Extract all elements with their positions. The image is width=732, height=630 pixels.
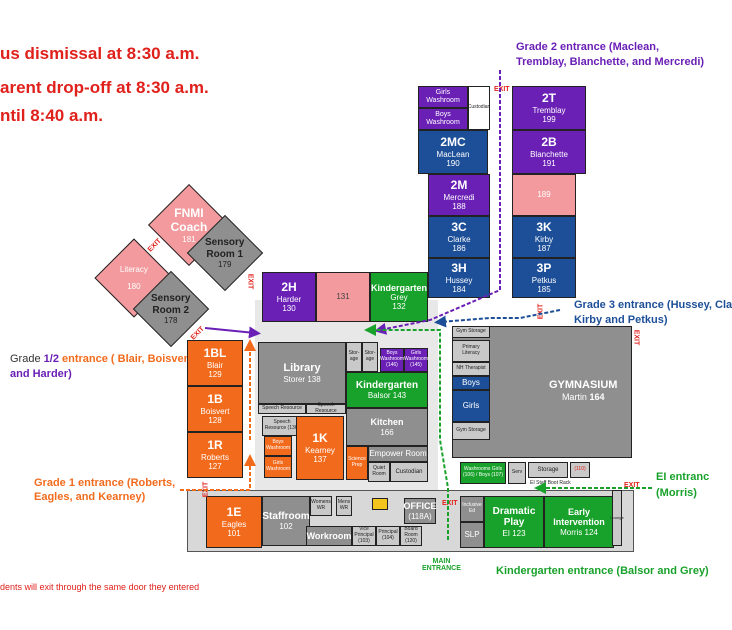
room-nh-therapist[interactable]: NH Therapist (452, 362, 490, 376)
room-girls-gym[interactable]: Girls (452, 390, 490, 422)
room-principal[interactable]: Principal (104) (376, 526, 400, 546)
grade12-entrance-label-2: and Harder) (10, 368, 72, 380)
grade2-entrance-label: Grade 2 entrance (Maclean, Tremblay, Bla… (516, 41, 705, 68)
grade12-entrance-label: Grade 1/2 entrance ( Blair, Boisvert, (10, 353, 195, 365)
exit-marker-ei: EXIT (624, 482, 640, 489)
room-storage-1[interactable]: Stor-age (346, 342, 362, 372)
room-empower[interactable]: Empower Room (368, 446, 428, 462)
exit-rule-note: dents will exit through the same door th… (0, 582, 200, 592)
ei-staff-boot-rack: EI Staff Boot Rack (530, 480, 571, 486)
grade1-route (180, 454, 256, 491)
grade3-route (434, 309, 561, 328)
grade1-entrance-label-2: Eagles, and Kearney) (34, 491, 146, 503)
room-womens-wr[interactable]: Womens WR (310, 496, 332, 516)
parent-dropoff-note: arent drop-off at 8:30 a.m. (0, 78, 209, 97)
room-speech-resource-1[interactable]: Speech Resource (258, 404, 306, 414)
room-lounge[interactable]: Lounge (610, 490, 624, 546)
room-speech-resource-136[interactable]: Speech Resource (136) (262, 416, 302, 436)
room-custodian[interactable]: Custodian (390, 462, 428, 482)
ei-entrance-label-2: (Morris) (656, 487, 697, 499)
kindergarten-entrance-label: Kindergarten entrance (Balsor and Grey) (496, 565, 709, 577)
room-189[interactable]: 189 (512, 174, 576, 216)
bus-dismissal-note: us dismissal at 8:30 a.m. (0, 44, 200, 63)
room-boys-washroom-top[interactable]: Boys Washroom (418, 108, 468, 130)
room-131[interactable]: 131 (316, 272, 370, 322)
kindergarten-route (364, 324, 449, 540)
exit-marker-grade2: EXIT (494, 86, 510, 93)
room-slp[interactable]: SLP (460, 522, 484, 548)
room-gym-storage-2[interactable]: Gym Storage (452, 422, 490, 440)
room-speech-resource-2[interactable]: Speech Resource (306, 402, 346, 414)
grade1-entrance-label: Grade 1 entrance (Roberts, (34, 477, 176, 489)
room-110[interactable]: (110) (570, 462, 590, 478)
grade12-route (204, 326, 261, 339)
room-primary-literacy[interactable]: Primary Literacy (452, 340, 490, 362)
room-vice-principal[interactable]: Vice Principal (103) (352, 526, 376, 546)
room-board-room[interactable]: Board Room (120) (400, 526, 422, 546)
room-serv[interactable]: Serv (508, 462, 526, 484)
until-note: ntil 8:40 a.m. (0, 106, 103, 125)
exit-marker-main: EXIT (442, 500, 458, 507)
room-science-prep[interactable]: Science Prep (346, 446, 368, 480)
ei-entrance-label: EI entranc (656, 471, 710, 483)
room-boys-gym[interactable]: Boys (452, 376, 490, 390)
room-gym-storage-1[interactable]: Gym Storage (452, 326, 490, 338)
room-workroom[interactable]: Workroom (306, 526, 352, 546)
grade3-entrance-label-2: Kirby and Petkus) (574, 314, 668, 326)
room-storage-gym[interactable]: Storage (528, 462, 568, 478)
room-boys-washroom-west[interactable]: Boys Washroom (264, 436, 292, 456)
room-mens-wr[interactable]: Mens WR (336, 496, 352, 516)
grade3-entrance-label: Grade 3 entrance (Hussey, Cla (574, 299, 732, 311)
grade2-route (374, 70, 501, 335)
room-boys-washroom-146[interactable]: Boys Washroom (146) (380, 348, 404, 372)
room-girls-washroom-145[interactable]: Girls Washroom (145) (404, 348, 428, 372)
room-storage-2[interactable]: Stor-age (362, 342, 378, 372)
room-washrooms-106-107[interactable]: Washrooms Girls (106) / Boys (107) (460, 462, 506, 484)
room-girls-washroom-top[interactable]: Girls Washroom (418, 86, 468, 108)
room-inclusive-ed[interactable]: Inclusive Ed (460, 496, 484, 522)
room-custodian-top[interactable]: Custodian (468, 86, 490, 130)
room-girls-washroom-west[interactable]: Girls Washroom (264, 456, 292, 478)
room-quiet[interactable]: Quiet Room (368, 462, 390, 482)
route-arrows (180, 70, 652, 540)
room-yellow-office[interactable] (372, 498, 388, 510)
room-office[interactable]: OFFICE(118A) (404, 498, 437, 524)
